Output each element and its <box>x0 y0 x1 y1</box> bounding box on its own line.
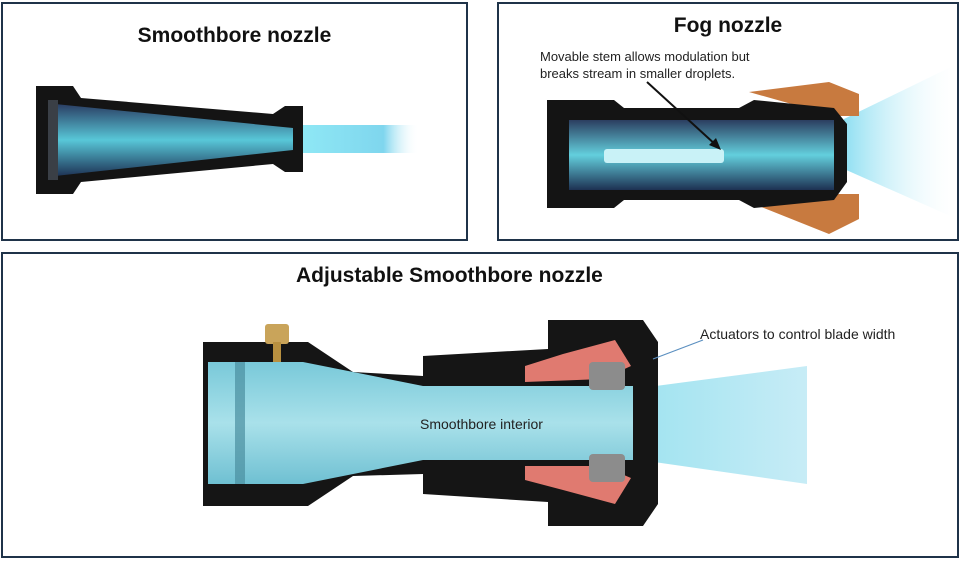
smoothbore-panel: Smoothbore nozzle <box>1 2 468 241</box>
movable-stem <box>604 149 724 163</box>
actuator-label: Actuators to control blade width <box>700 326 896 342</box>
arrow-head-icon <box>709 138 721 150</box>
fog-spray <box>844 64 957 219</box>
fog-panel: Fog nozzle Movable stem allows modulatio… <box>497 2 959 241</box>
water-jet <box>301 125 419 153</box>
smoothbore-nozzle-illustration <box>36 86 419 194</box>
outgoing-jet <box>633 366 807 484</box>
smoothbore-interior <box>208 362 633 484</box>
adjustable-panel: Adjustable Smoothbore nozzle <box>1 252 959 558</box>
interior-label: Smoothbore interior <box>420 416 543 432</box>
adjustable-nozzle-illustration <box>203 320 807 526</box>
actuator-top <box>589 362 625 390</box>
brass-fitting-stem <box>273 342 281 362</box>
stem-callout-arrow <box>646 81 718 147</box>
actuator-callout-line <box>652 339 704 360</box>
adjustable-title: Adjustable Smoothbore nozzle <box>296 264 603 287</box>
fog-title: Fog nozzle <box>673 14 783 37</box>
fog-shell-top <box>749 82 859 116</box>
smoothbore-title: Smoothbore nozzle <box>137 24 332 47</box>
stem-annotation-line-2: breaks stream in smaller droplets. <box>540 66 736 81</box>
thread-ring <box>48 100 58 180</box>
fog-nozzle-illustration <box>547 64 957 234</box>
brass-fitting <box>265 324 289 344</box>
nozzle-bore <box>55 104 293 176</box>
stem-annotation-line-1: Movable stem allows modulation but <box>540 49 750 64</box>
actuator-bottom <box>589 454 625 482</box>
coupling-ring <box>235 362 245 484</box>
stem-annotation: Movable stem allows modulation but break… <box>540 48 750 82</box>
